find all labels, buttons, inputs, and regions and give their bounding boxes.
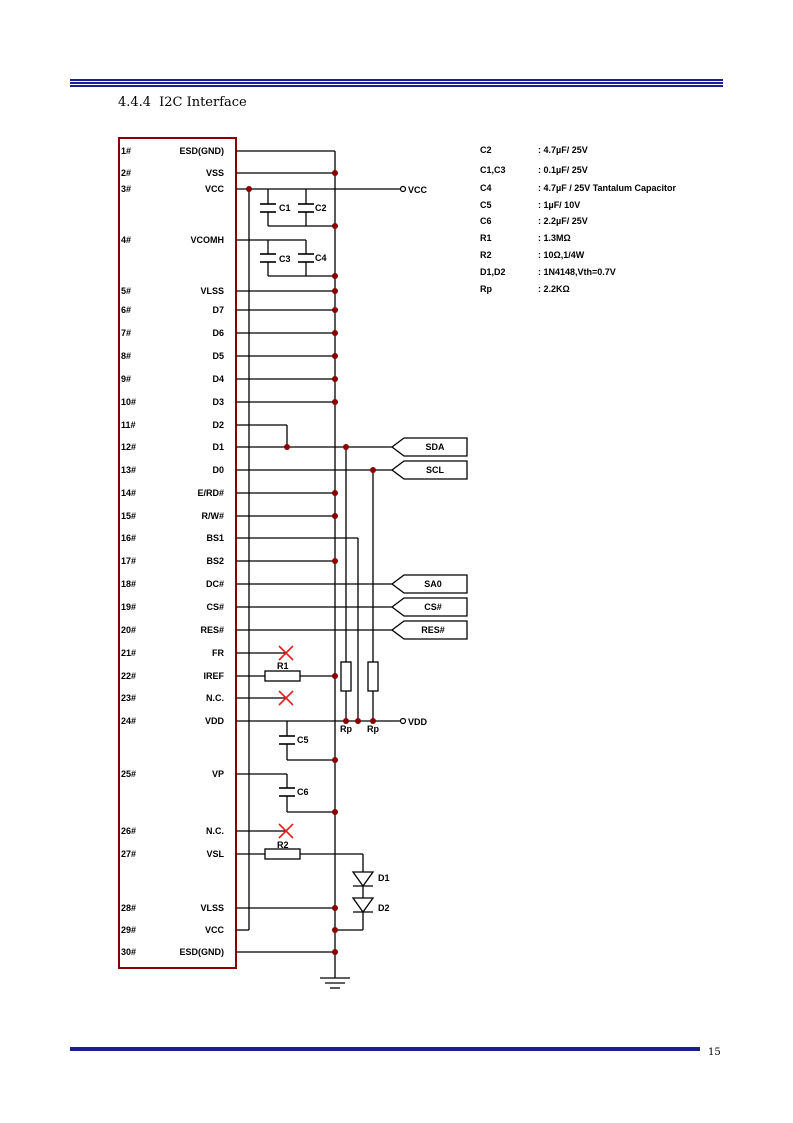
pin-number: 9# xyxy=(121,374,131,384)
pin-number: 8# xyxy=(121,351,131,361)
pin-name: N.C. xyxy=(206,693,224,703)
c3-label: C3 xyxy=(279,254,291,264)
pin-number: 21# xyxy=(121,648,136,658)
cs-label: CS# xyxy=(424,602,442,612)
no-connect-marks xyxy=(278,645,294,839)
pin-name: ESD(GND) xyxy=(180,947,225,957)
pin-number: 26# xyxy=(121,826,136,836)
pin-number: 18# xyxy=(121,579,136,589)
pin-name: IREF xyxy=(203,671,224,681)
signal-tags xyxy=(390,437,468,640)
pin-name: D5 xyxy=(212,351,224,361)
pin-number: 19# xyxy=(121,602,136,612)
pin-number: 22# xyxy=(121,671,136,681)
pin-name: D0 xyxy=(212,465,224,475)
vcc-label: VCC xyxy=(408,185,428,195)
pin-number: 5# xyxy=(121,286,131,296)
pin-name: ESD(GND) xyxy=(180,146,225,156)
pin-name: RES# xyxy=(200,625,224,635)
pin-number: 13# xyxy=(121,465,136,475)
pin-number: 29# xyxy=(121,925,136,935)
d1-label: D1 xyxy=(378,873,390,883)
section-title: I2C Interface xyxy=(159,95,247,110)
pin-number: 12# xyxy=(121,442,136,452)
pin-name: DC# xyxy=(206,579,224,589)
pin-name: D6 xyxy=(212,328,224,338)
pin-number: 4# xyxy=(121,235,131,245)
sda-label: SDA xyxy=(425,442,445,452)
section-number: 4.4.4 xyxy=(118,95,152,110)
res-label: RES# xyxy=(421,625,445,635)
pin-number: 25# xyxy=(121,769,136,779)
pin-number: 17# xyxy=(121,556,136,566)
pin-name: VCOMH xyxy=(191,235,225,245)
d2-label: D2 xyxy=(378,903,390,913)
c4-label: C4 xyxy=(315,253,327,263)
pin-name: VCC xyxy=(205,925,225,935)
c1-label: C1 xyxy=(279,203,291,213)
vdd-label: VDD xyxy=(408,717,428,727)
c6-label: C6 xyxy=(297,787,309,797)
capacitor-plates xyxy=(260,203,314,797)
pin-name: BS1 xyxy=(206,533,224,543)
pin-name: FR xyxy=(212,648,224,658)
pin-number: 10# xyxy=(121,397,136,407)
header-rule xyxy=(70,79,723,88)
c2-label: C2 xyxy=(315,203,327,213)
pin-name: D7 xyxy=(212,305,224,315)
pin-number: 11# xyxy=(121,420,136,430)
page-number: 15 xyxy=(708,1047,721,1058)
footer-rule xyxy=(70,1047,700,1051)
pin-name: VDD xyxy=(205,716,225,726)
sa0-label: SA0 xyxy=(424,579,442,589)
pin-number: 23# xyxy=(121,693,136,703)
pin-name: VCC xyxy=(205,184,225,194)
pin-number: 30# xyxy=(121,947,136,957)
rp1-label: Rp xyxy=(340,724,352,734)
pin-number: 6# xyxy=(121,305,131,315)
pin-number: 14# xyxy=(121,488,136,498)
diodes xyxy=(351,871,375,914)
pin-number: 2# xyxy=(121,168,131,178)
vcc-terminal xyxy=(399,185,407,193)
pin-name: D3 xyxy=(212,397,224,407)
resistors xyxy=(264,661,379,860)
wiring xyxy=(236,150,400,989)
pin-labels: 1# ESD(GND) 2# VSS 3# VCC 4# VCOMH 5# VLSS 6# D7 7# D… xyxy=(121,146,224,957)
pin-name: E/RD# xyxy=(197,488,224,498)
pin-name: VSL xyxy=(206,849,224,859)
pin-name: D1 xyxy=(212,442,224,452)
pin-number: 28# xyxy=(121,903,136,913)
pin-number: 27# xyxy=(121,849,136,859)
pin-name: D2 xyxy=(212,420,224,430)
pin-name: D4 xyxy=(212,374,224,384)
pin-number: 15# xyxy=(121,511,136,521)
pin-number: 1# xyxy=(121,146,131,156)
pin-number: 7# xyxy=(121,328,131,338)
rp2-label: Rp xyxy=(367,724,379,734)
connector-body xyxy=(118,137,237,969)
pin-name: VP xyxy=(212,769,224,779)
section-heading: 4.4.4 I2C Interface xyxy=(118,95,247,110)
pin-name: VLSS xyxy=(200,903,224,913)
pin-number: 24# xyxy=(121,716,136,726)
pin-name: R/W# xyxy=(202,511,225,521)
r2-label: R2 xyxy=(277,840,289,850)
pin-number: 20# xyxy=(121,625,136,635)
pin-number: 16# xyxy=(121,533,136,543)
vdd-terminal xyxy=(399,717,407,725)
scl-label: SCL xyxy=(426,465,445,475)
junction-dots xyxy=(246,170,376,955)
pin-name: BS2 xyxy=(206,556,224,566)
pin-number: 3# xyxy=(121,184,131,194)
c5-label: C5 xyxy=(297,735,309,745)
pin-name: CS# xyxy=(206,602,224,612)
r1-label: R1 xyxy=(277,661,289,671)
pin-name: N.C. xyxy=(206,826,224,836)
pin-name: VSS xyxy=(206,168,224,178)
pin-name: VLSS xyxy=(200,286,224,296)
